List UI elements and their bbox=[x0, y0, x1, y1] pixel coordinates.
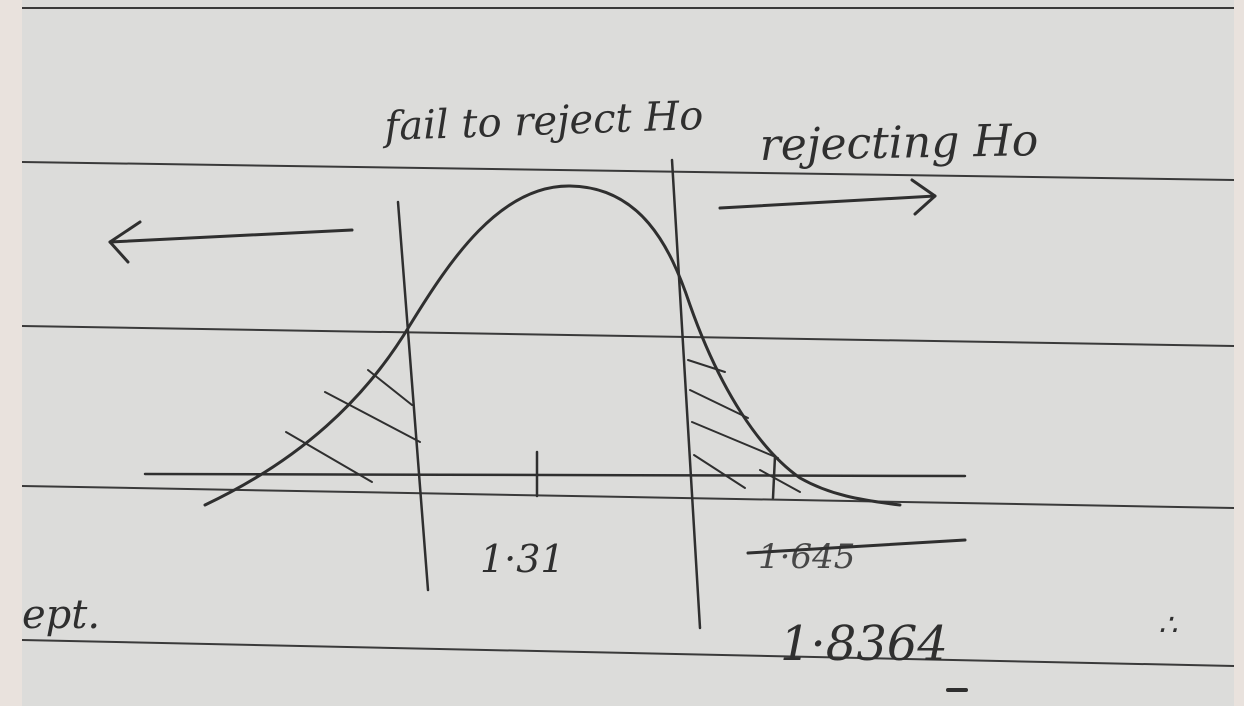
ruled-lines bbox=[21, 7, 1235, 667]
ruled-line bbox=[21, 325, 1235, 347]
observed-value-label: 1·31 bbox=[480, 537, 565, 581]
label-fail-to-reject: fail to reject Ho bbox=[381, 93, 704, 150]
left-tail-hatching bbox=[285, 369, 421, 483]
ruled-line bbox=[21, 161, 1235, 181]
paper-sheet bbox=[22, 0, 1234, 706]
crossed-value-label: 1·645 bbox=[758, 537, 855, 577]
ruled-line bbox=[21, 639, 1235, 667]
left-arrow bbox=[108, 220, 354, 264]
ruled-line bbox=[21, 485, 1235, 509]
margin-fragment-text: ept. bbox=[22, 592, 100, 638]
strike-through-line bbox=[746, 538, 967, 555]
label-rejecting: rejecting Ho bbox=[759, 115, 1038, 171]
left-critical-line bbox=[396, 200, 430, 592]
right-critical-line bbox=[670, 158, 702, 630]
bell-curve bbox=[203, 184, 902, 507]
right-arrow bbox=[718, 178, 937, 216]
x-axis bbox=[143, 472, 967, 478]
therefore-symbol: ∴ bbox=[1158, 608, 1177, 643]
right-tail-hatching bbox=[687, 359, 801, 493]
critical-value-label: 1·8364 bbox=[780, 616, 948, 672]
